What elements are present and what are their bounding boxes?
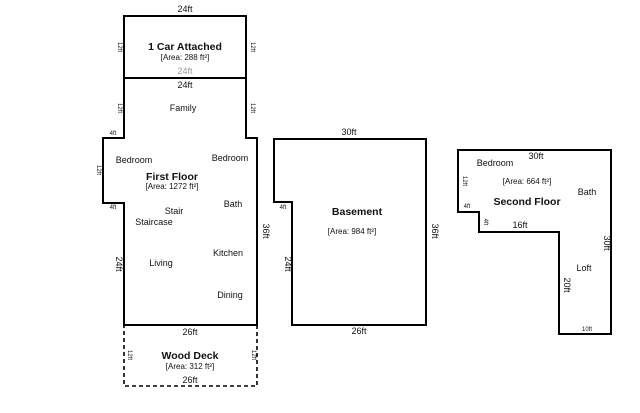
wood-deck-dim-right: 12ft [250, 350, 256, 360]
first-floor-area: [Area: 1272 ft²] [146, 182, 199, 191]
second-floor-dim-right: 30ft [602, 235, 612, 251]
second-floor-title: Second Floor [493, 196, 560, 208]
garage-area: [Area: 288 ft²] [161, 53, 209, 62]
second-floor-dim-notch-v: 4ft [482, 219, 488, 226]
first-floor-dim-notch-top: 4ft [110, 131, 117, 137]
first-floor-dim-upper-right: 12ft [249, 103, 255, 113]
wood-deck-dim-left: 12ft [126, 350, 132, 360]
room-bedroom-second: Bedroom [477, 158, 514, 168]
second-floor-dim-top: 30ft [528, 151, 544, 161]
wood-deck-title: Wood Deck [162, 350, 219, 362]
first-floor-dim-right: 36ft [261, 223, 271, 239]
basement-section: 30ft 4ft Basement [Area: 984 ft²] 36ft 2… [273, 127, 440, 336]
room-family: Family [170, 103, 197, 113]
wood-deck-area: [Area: 312 ft²] [166, 362, 214, 371]
room-bedroom-right: Bedroom [212, 153, 249, 163]
basement-outline [273, 138, 427, 326]
second-floor-dim-left: 12ft [461, 176, 467, 186]
basement-dim-left: 24ft [283, 256, 293, 272]
garage-dim-top: 24ft [177, 4, 193, 14]
garage-dim-left: 12ft [116, 42, 122, 52]
first-floor-dim-upper-left: 12ft [116, 103, 122, 113]
second-floor-dim-step: 16ft [512, 220, 528, 230]
basement-area: [Area: 984 ft²] [328, 227, 376, 236]
basement-dim-top: 30ft [341, 127, 357, 137]
basement-dim-bottom: 26ft [351, 326, 367, 336]
basement-dim-right: 36ft [430, 223, 440, 239]
second-floor-dim-inner-left: 20ft [562, 277, 572, 293]
second-floor-dim-bottom: 10ft [582, 327, 592, 333]
wood-deck-dim-bottom: 26ft [182, 375, 198, 385]
garage-dim-inner-bottom: 24ft [177, 66, 193, 76]
garage-dim-right: 12ft [249, 42, 255, 52]
room-stair: Stair [165, 206, 184, 216]
first-floor-section: 24ft 12ft 12ft 4ft 12ft 4ft 24ft 36ft Fa… [95, 77, 271, 326]
first-floor-title: First Floor [146, 171, 198, 183]
second-floor-area: [Area: 664 ft²] [503, 177, 551, 186]
second-floor-dim-notch-h: 4ft [464, 204, 471, 210]
room-loft: Loft [576, 263, 592, 273]
room-dining: Dining [217, 290, 243, 300]
basement-dim-notch: 4ft [280, 205, 287, 211]
garage-title: 1 Car Attached [148, 41, 222, 53]
room-living: Living [149, 258, 173, 268]
second-floor-outline [457, 149, 612, 335]
room-kitchen: Kitchen [213, 248, 243, 258]
wood-deck-section: 26ft 12ft 12ft Wood Deck [Area: 312 ft²]… [123, 324, 258, 387]
garage-section: 24ft 12ft 12ft 1 Car Attached [Area: 288… [116, 4, 255, 79]
first-floor-dim-notch-bottom: 4ft [110, 205, 117, 211]
first-floor-dim-lower-left: 24ft [114, 256, 124, 272]
first-floor-dim-notch-side: 12ft [95, 165, 101, 175]
room-bath: Bath [224, 199, 243, 209]
room-staircase: Staircase [135, 217, 173, 227]
first-floor-dim-top: 24ft [177, 80, 193, 90]
wood-deck-outline [123, 324, 258, 387]
wood-deck-dim-top: 26ft [182, 327, 198, 337]
room-bedroom-left: Bedroom [116, 155, 153, 165]
basement-title: Basement [332, 206, 383, 218]
second-floor-section: Bedroom 30ft 12ft [Area: 664 ft²] Bath S… [457, 149, 612, 335]
room-bath-second: Bath [578, 187, 597, 197]
